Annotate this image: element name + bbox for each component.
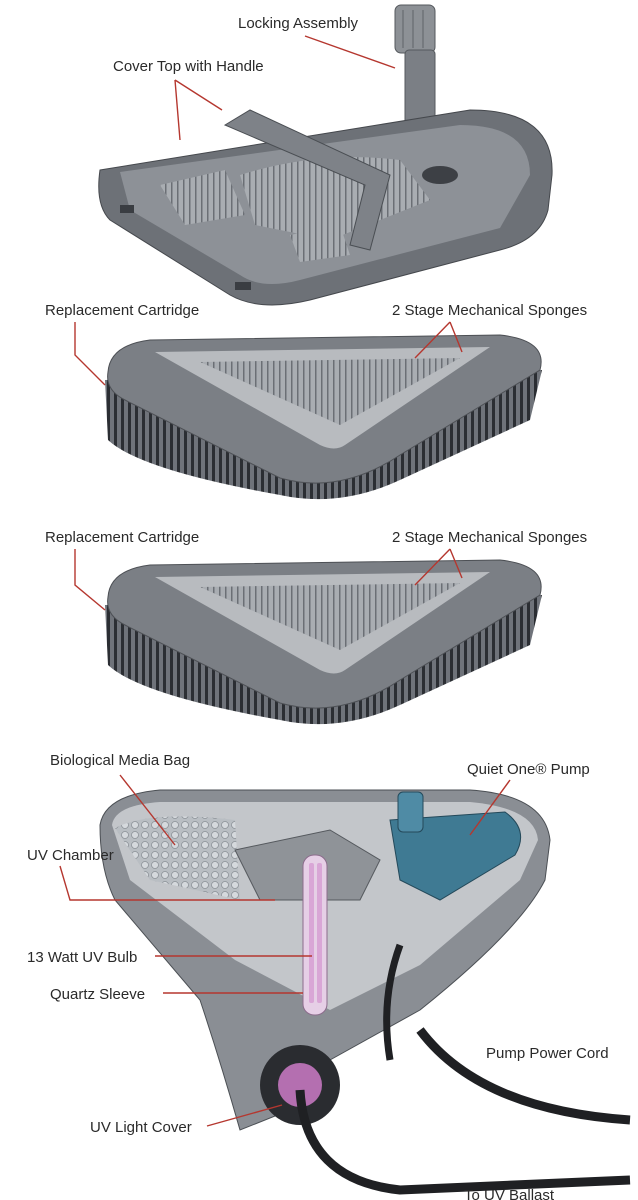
leader-line [304, 35, 396, 69]
biological-media-bag [115, 816, 240, 900]
leader-line [119, 774, 176, 846]
label-cover-top: Cover Top with Handle [113, 58, 264, 75]
leader-line [74, 322, 106, 386]
quartz-sleeve [302, 854, 328, 1016]
label-cartridge-1: Replacement Cartridge [45, 302, 199, 319]
locking-assembly [394, 4, 436, 126]
label-quartz-sleeve: Quartz Sleeve [50, 986, 145, 1003]
leader-line [414, 321, 463, 359]
cover-top [98, 109, 553, 306]
base-housing [99, 789, 631, 1195]
quiet-one-pump [389, 811, 522, 901]
leader-line [59, 865, 275, 901]
label-power-cord: Pump Power Cord [486, 1045, 609, 1062]
uv-ballast-cord [295, 1089, 631, 1195]
leader-line [206, 1104, 283, 1127]
label-uv-cover: UV Light Cover [90, 1119, 192, 1136]
label-sponges-2: 2 Stage Mechanical Sponges [392, 529, 587, 546]
label-locking-assembly: Locking Assembly [238, 15, 359, 32]
leader-line [414, 548, 463, 586]
replacement-cartridge-1 [105, 334, 542, 500]
label-bio-media: Biological Media Bag [50, 752, 190, 769]
replacement-cartridge-2 [105, 559, 542, 725]
label-uv-bulb: 13 Watt UV Bulb [27, 949, 137, 966]
leader-line [74, 549, 106, 611]
pump-power-cord [416, 1027, 631, 1125]
leader-line [469, 779, 511, 836]
label-cartridge-2: Replacement Cartridge [45, 529, 199, 546]
leader-line [174, 79, 223, 141]
label-uv-chamber: UV Chamber [27, 847, 114, 864]
label-ballast: To UV Ballast [464, 1187, 555, 1200]
label-sponges-1: 2 Stage Mechanical Sponges [392, 302, 587, 319]
label-pump: Quiet One® Pump [467, 761, 590, 778]
